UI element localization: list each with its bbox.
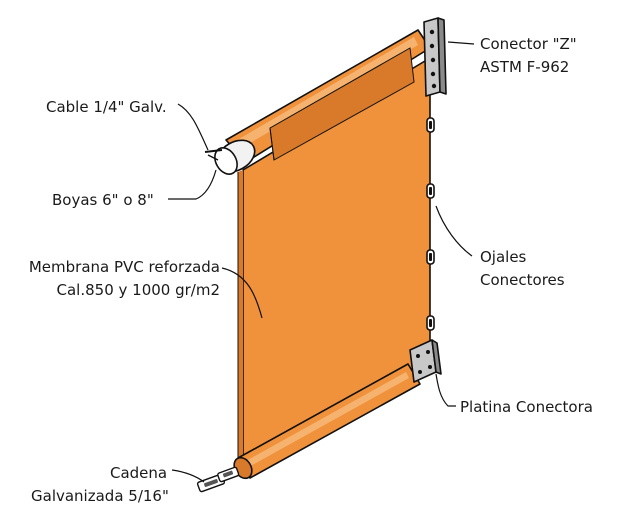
leader-cadena xyxy=(171,469,205,483)
label-cadena-line2: Galvanizada 5/16" xyxy=(31,487,169,505)
grommets xyxy=(426,117,435,331)
label-conector-line1: Conector "Z" xyxy=(480,35,577,53)
bottom-tube-highlight xyxy=(244,372,409,468)
label-cable: Cable 1/4" Galv. xyxy=(46,98,167,116)
label-boyas: Boyas 6" o 8" xyxy=(52,191,154,209)
grommet xyxy=(426,315,435,331)
grommet xyxy=(426,183,435,199)
leader-membrana xyxy=(221,267,263,319)
leader-ojales xyxy=(435,205,473,257)
cable xyxy=(204,149,223,153)
membrane-edge xyxy=(238,170,243,465)
grommet xyxy=(426,249,435,265)
label-membrana-line1: Membrana PVC reforzada xyxy=(29,258,220,276)
leader-conector xyxy=(447,41,475,45)
leader-platina xyxy=(435,373,456,407)
label-ojales-line1: Ojales xyxy=(480,248,527,266)
float-cap-face xyxy=(214,147,238,175)
grommet xyxy=(426,117,435,133)
top-tube-highlight xyxy=(232,37,418,150)
leader-boyas xyxy=(168,169,217,200)
leader-cable xyxy=(177,103,209,151)
label-membrana-line2: Cal.850 y 1000 gr/m2 xyxy=(57,281,220,299)
recess-edge xyxy=(269,127,275,161)
connector-plate xyxy=(409,339,442,383)
chain xyxy=(196,466,240,493)
cable-strand xyxy=(207,154,219,161)
label-conector-line2: ASTM F-962 xyxy=(480,58,569,76)
label-cadena-line1: Cadena xyxy=(110,464,167,482)
label-platina: Platina Conectora xyxy=(460,398,593,416)
label-ojales-line2: Conectores xyxy=(480,271,565,289)
z-connector xyxy=(423,17,447,97)
